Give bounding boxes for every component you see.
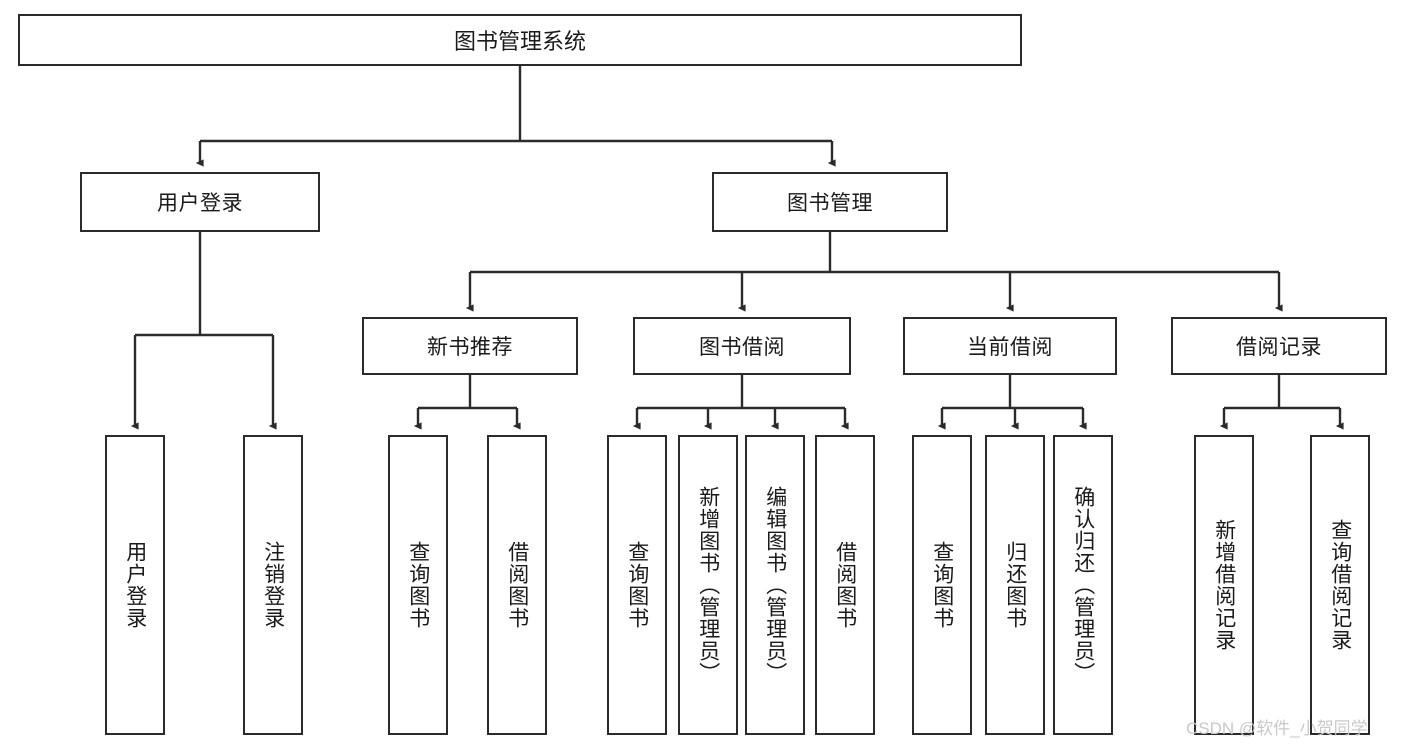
node-label: 当前借阅 [967, 336, 1053, 359]
leaf-label: 借阅图书 [833, 541, 857, 629]
node-label: 图书借阅 [699, 336, 785, 359]
leaf-label: 查询图书 [406, 541, 430, 629]
node-book-management[interactable]: 图书管理 [712, 172, 948, 232]
node-root-system[interactable]: 图书管理系统 [18, 14, 1022, 66]
leaf-edit-book-admin[interactable]: 编辑图书（管理员） [745, 435, 805, 735]
leaf-label: 新增图书（管理员） [696, 486, 720, 684]
leaf-label: 查询图书 [625, 541, 649, 629]
leaf-query-book-current[interactable]: 查询图书 [912, 435, 972, 735]
node-book-borrow[interactable]: 图书借阅 [633, 317, 851, 375]
leaf-borrow-book[interactable]: 借阅图书 [815, 435, 875, 735]
node-label: 图书管理系统 [453, 29, 586, 54]
leaf-label: 查询图书 [930, 541, 954, 629]
node-label: 借阅记录 [1236, 336, 1322, 359]
leaf-logout-login[interactable]: 注销登录 [243, 435, 303, 735]
leaf-user-login[interactable]: 用户登录 [105, 435, 165, 735]
watermark-text: CSDN @软件_小贺同学 [1186, 719, 1368, 738]
leaf-label: 注销登录 [261, 541, 285, 629]
node-label: 新书推荐 [427, 336, 513, 359]
leaf-label: 用户登录 [123, 541, 147, 629]
leaf-add-book-admin[interactable]: 新增图书（管理员） [678, 435, 738, 735]
node-user-login[interactable]: 用户登录 [80, 172, 320, 232]
leaf-label: 归还图书 [1003, 541, 1027, 629]
node-label: 图书管理 [787, 192, 873, 215]
leaf-label: 查询借阅记录 [1328, 519, 1352, 651]
leaf-add-borrow-record[interactable]: 新增借阅记录 [1194, 435, 1254, 735]
leaf-query-book-recommend[interactable]: 查询图书 [388, 435, 448, 735]
leaf-query-borrow-record[interactable]: 查询借阅记录 [1310, 435, 1370, 735]
leaf-label: 借阅图书 [505, 541, 529, 629]
leaf-query-book-borrow[interactable]: 查询图书 [607, 435, 667, 735]
node-label: 用户登录 [157, 192, 243, 215]
node-current-borrow[interactable]: 当前借阅 [903, 317, 1117, 375]
node-new-book-recommend[interactable]: 新书推荐 [362, 317, 578, 375]
leaf-label: 新增借阅记录 [1212, 519, 1236, 651]
leaf-return-book[interactable]: 归还图书 [985, 435, 1045, 735]
leaf-borrow-book-recommend[interactable]: 借阅图书 [487, 435, 547, 735]
node-borrow-record[interactable]: 借阅记录 [1171, 317, 1387, 375]
leaf-confirm-return-admin[interactable]: 确认归还（管理员） [1053, 435, 1113, 735]
leaf-label: 确认归还（管理员） [1071, 486, 1095, 684]
leaf-label: 编辑图书（管理员） [763, 486, 787, 684]
